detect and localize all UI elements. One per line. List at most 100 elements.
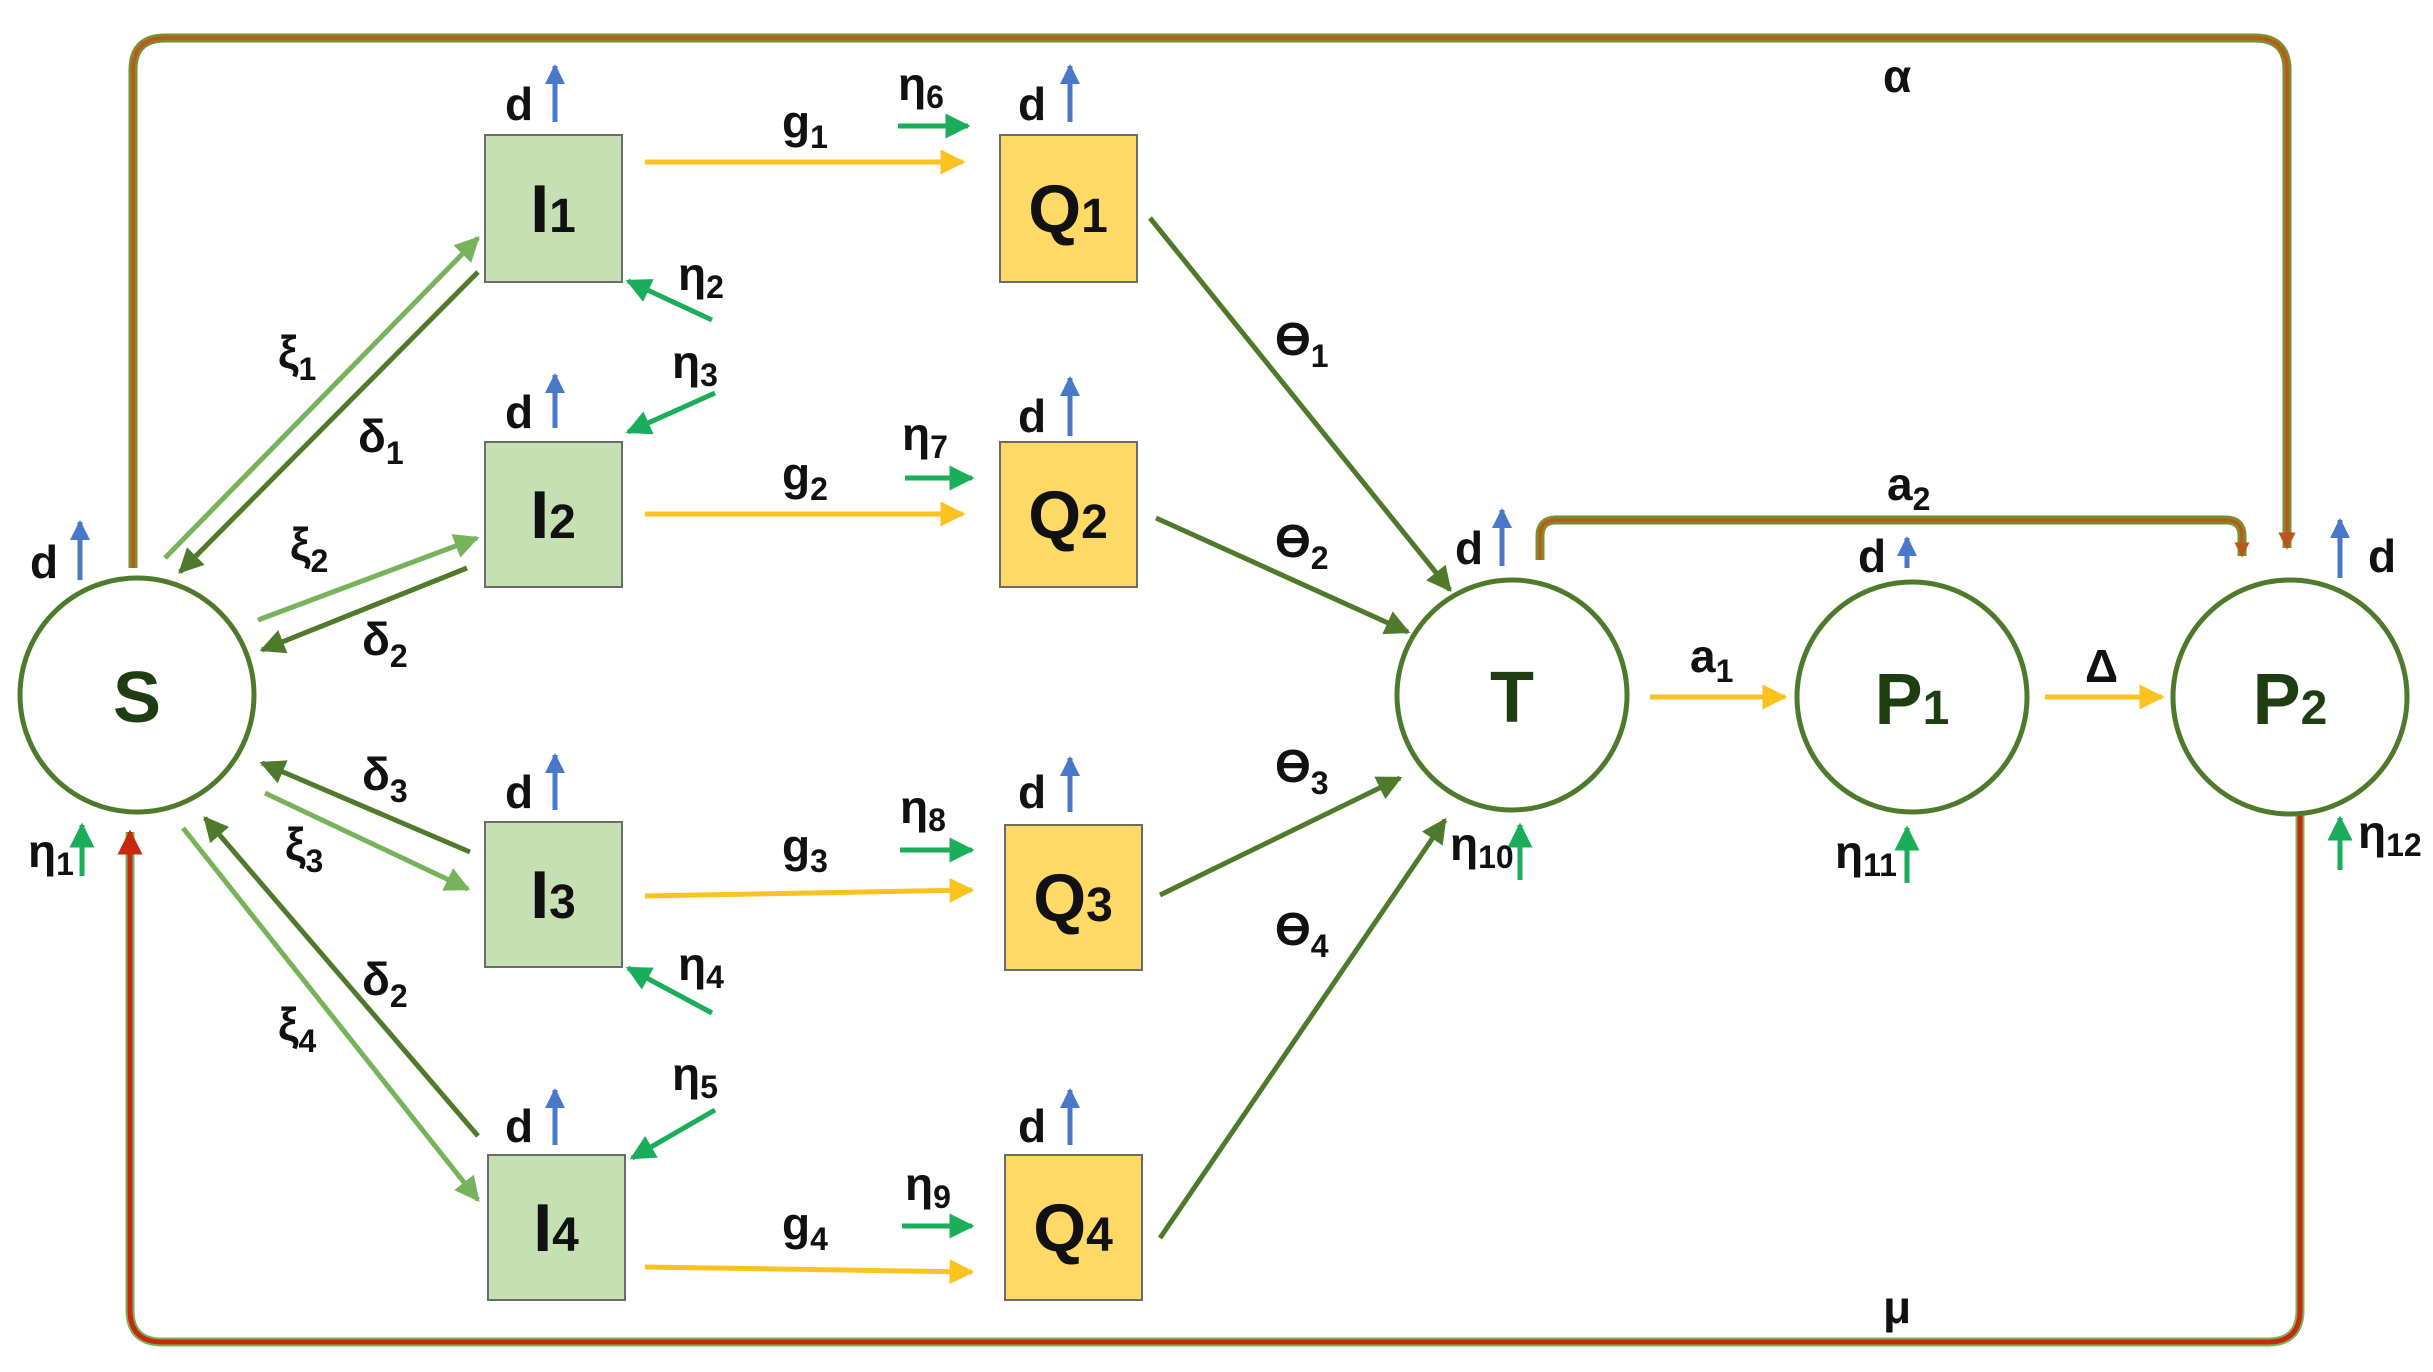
node-P1: P1	[1794, 579, 2030, 815]
label-xi3: ξ3	[285, 818, 323, 879]
label-g2: g2	[782, 448, 828, 507]
label-delta4: δ2	[362, 953, 408, 1014]
svg-text:Q3: Q3	[1033, 860, 1113, 936]
death-label-T: d	[1455, 522, 1483, 574]
theta3-arrow	[1158, 775, 1403, 898]
label-theta1: ϴ1	[1275, 313, 1329, 374]
box-Q2-sub: 2	[1081, 496, 1108, 549]
label-theta3: ϴ3	[1275, 740, 1329, 801]
label-eta12: η12	[2358, 806, 2422, 863]
theta1-arrow	[1148, 216, 1452, 592]
label-a1: a1	[1690, 630, 1733, 689]
node-P2-label: P	[2253, 660, 2301, 740]
box-I2-label: I	[530, 477, 549, 553]
node-S: S	[17, 575, 257, 815]
theta2-arrow	[1154, 515, 1411, 635]
label-xi4: ξ4	[278, 998, 316, 1059]
delta1-arrow	[178, 270, 480, 574]
node-S-label: S	[113, 658, 161, 738]
node-P1-sub: 1	[1923, 682, 1950, 735]
box-Q4-label: Q	[1033, 1190, 1086, 1266]
mu-flow-arrow	[117, 815, 2305, 1347]
label-eta11: η11	[1835, 826, 1897, 883]
xi4-arrow	[181, 826, 480, 1202]
box-Q2: Q2	[999, 441, 1138, 588]
label-mu: μ	[1883, 1281, 1911, 1333]
theta4-arrow	[1157, 817, 1448, 1240]
box-I2-sub: 2	[549, 496, 576, 549]
box-Q1-label: Q	[1028, 171, 1081, 247]
delta2-arrow	[259, 565, 468, 654]
svg-text:I4: I4	[533, 1190, 579, 1266]
label-eta2: η2	[678, 248, 724, 305]
svg-text:S: S	[113, 658, 161, 738]
box-Q1-sub: 1	[1081, 190, 1108, 243]
node-T-label: T	[1490, 658, 1534, 738]
g4-arrow	[644, 1259, 975, 1285]
svg-text:I3: I3	[530, 857, 576, 933]
box-Q3-label: Q	[1033, 860, 1086, 936]
label-theta2: ϴ2	[1275, 515, 1329, 576]
xi2-arrow	[257, 534, 480, 623]
eta4-arrow	[625, 965, 714, 1016]
label-xi1: ξ1	[278, 326, 316, 387]
label-Delta: Δ	[2085, 640, 2118, 692]
label-eta1: η1	[28, 825, 74, 882]
label-delta3: δ3	[362, 748, 408, 809]
death-label-Q2: d	[1018, 390, 1046, 442]
svg-text:P2: P2	[2253, 660, 2328, 740]
delta4-arrow	[203, 816, 480, 1138]
svg-text:Q4: Q4	[1033, 1190, 1113, 1266]
delta3-arrow	[259, 760, 471, 855]
label-g1: g1	[782, 96, 828, 155]
box-I4-label: I	[533, 1190, 552, 1266]
death-label-Q1: d	[1018, 78, 1046, 130]
label-eta6: η6	[898, 58, 944, 115]
label-g4: g4	[782, 1198, 828, 1257]
label-theta4: ϴ4	[1275, 903, 1329, 964]
xi1-arrow	[163, 236, 480, 560]
box-I1-label: I	[530, 171, 549, 247]
label-eta10: η10	[1450, 818, 1514, 875]
label-eta8: η8	[900, 781, 946, 838]
g3-arrow	[644, 877, 975, 903]
box-Q3-sub: 3	[1086, 879, 1113, 932]
box-I3: I3	[484, 821, 623, 968]
label-delta1: δ1	[358, 410, 404, 471]
label-alpha: α	[1883, 50, 1911, 102]
death-label-Q4: d	[1018, 1100, 1046, 1152]
death-label-Q3: d	[1018, 766, 1046, 818]
box-I4: I4	[487, 1154, 626, 1301]
svg-text:P1: P1	[1875, 660, 1950, 740]
box-I3-sub: 3	[549, 876, 576, 929]
svg-text:T: T	[1490, 658, 1534, 738]
box-I1: I1	[484, 134, 623, 283]
label-eta4: η4	[678, 938, 724, 995]
label-delta2: δ2	[362, 613, 408, 674]
label-a2: a2	[1887, 458, 1930, 517]
death-label-P2: d	[2368, 530, 2396, 582]
box-Q4: Q4	[1004, 1154, 1143, 1301]
xi3-arrow	[263, 790, 471, 892]
eta3-arrow	[625, 390, 717, 435]
svg-text:I2: I2	[530, 477, 576, 553]
box-I1-sub: 1	[549, 190, 576, 243]
node-P2: P2	[2170, 577, 2410, 817]
box-Q2-label: Q	[1028, 477, 1081, 553]
label-eta9: η9	[905, 1158, 951, 1215]
label-g3: g3	[782, 820, 828, 879]
node-P1-label: P	[1875, 660, 1923, 740]
a2-flow-arrow	[1535, 515, 2250, 560]
death-label-I2: d	[505, 386, 533, 438]
node-T: T	[1394, 577, 1630, 813]
svg-text:Q1: Q1	[1028, 171, 1108, 247]
eta2-arrow	[625, 278, 714, 323]
box-I2: I2	[484, 441, 623, 588]
label-xi2: ξ2	[290, 518, 328, 579]
death-label-P1: d	[1858, 530, 1886, 582]
label-eta7: η7	[902, 408, 948, 465]
death-label-I3: d	[505, 766, 533, 818]
death-label-S: d	[30, 536, 58, 588]
label-eta5: η5	[672, 1048, 718, 1105]
